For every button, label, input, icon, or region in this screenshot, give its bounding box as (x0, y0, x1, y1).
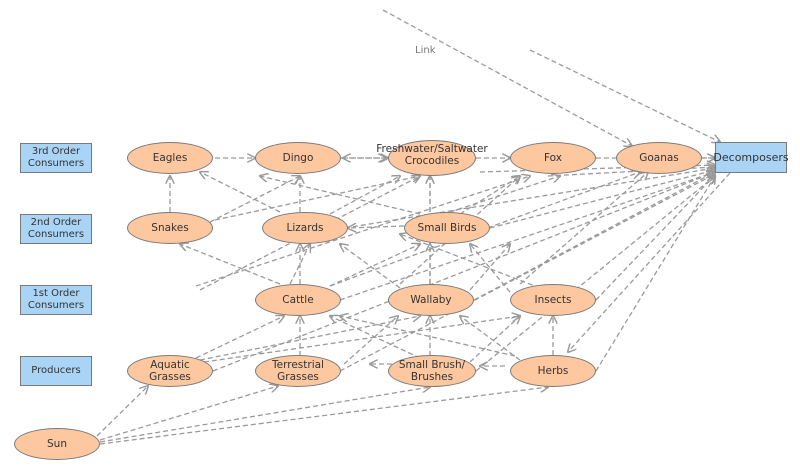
food-web-arrow (260, 176, 421, 215)
food-web-arrow (195, 176, 530, 287)
node-dingo: Dingo (255, 142, 341, 174)
level-label: 3rd Order Consumers (27, 146, 85, 169)
node-goanas: Goanas (616, 142, 702, 174)
level-second-order-consumers: 2nd Order Consumers (20, 214, 92, 244)
food-web-arrow (195, 316, 284, 359)
node-label: Terrestrial Grasses (272, 359, 324, 383)
node-sun: Sun (14, 428, 100, 460)
node-label: Cattle (282, 294, 314, 306)
level-label: 1st Order Consumers (27, 288, 85, 311)
food-web-arrow (470, 244, 511, 293)
node-label: Goanas (639, 152, 679, 164)
food-web-arrow (400, 234, 541, 289)
level-producers: Producers (20, 356, 92, 386)
level-third-order-consumers: 3rd Order Consumers (20, 143, 92, 173)
node-label: Fox (544, 152, 562, 164)
node-eagles: Eagles (127, 142, 213, 174)
link-label: Link (415, 45, 436, 56)
food-web-arrow (449, 176, 560, 213)
food-web-arrow (339, 172, 715, 301)
node-snakes: Snakes (127, 212, 213, 244)
node-herbs: Herbs (510, 355, 596, 387)
food-web-arrow (99, 387, 548, 445)
food-web-arrow (339, 174, 715, 372)
node-label: Herbs (537, 365, 569, 377)
food-web-arrow (343, 316, 398, 365)
food-web-arrow (212, 172, 715, 372)
food-web-arrow (330, 316, 421, 359)
food-web-arrow (96, 386, 148, 437)
node-lizards: Lizards (262, 212, 348, 244)
food-web-arrow (329, 244, 420, 287)
food-web-arrow (475, 176, 715, 372)
node-insects: Insects (510, 284, 596, 316)
food-web-arrow (529, 49, 720, 142)
food-web-arrow (382, 9, 632, 146)
food-web-arrow (469, 316, 520, 363)
food-web-arrow (99, 387, 430, 443)
level-first-order-consumers: 1st Order Consumers (20, 285, 92, 315)
food-web-arrow (459, 176, 520, 215)
node-label: Snakes (151, 222, 189, 234)
node-aquatic-grasses: Aquatic Grasses (127, 355, 213, 387)
food-web-arrow (595, 176, 715, 372)
node-label: Eagles (152, 152, 188, 164)
food-web-arrow (595, 175, 715, 301)
node-terrestrial-grasses: Terrestrial Grasses (255, 355, 341, 387)
food-web-arrow (344, 168, 715, 229)
node-wallaby: Wallaby (388, 284, 474, 316)
decomposers-label: Decomposers (713, 150, 789, 164)
food-web-arrow (519, 172, 648, 285)
food-web-arrow (568, 172, 731, 352)
node-label: Aquatic Grasses (149, 359, 191, 383)
node-label: Lizards (286, 222, 324, 234)
node-crocodiles: Freshwater/Saltwater Crocodiles (376, 140, 488, 176)
food-web-arrow (473, 172, 715, 301)
food-web-arrow (469, 244, 510, 291)
food-web-arrow (460, 316, 521, 361)
food-web-arrow (214, 176, 420, 221)
node-label: Wallaby (410, 294, 452, 306)
node-small-brush: Small Brush/ Brushes (388, 355, 476, 387)
node-label: Dingo (282, 152, 314, 164)
food-web-arrow (348, 226, 405, 228)
node-label: Sun (47, 438, 67, 450)
decomposers-box: Decomposers (713, 142, 789, 173)
food-web-arrow (180, 244, 281, 285)
food-web-arrow (329, 176, 400, 215)
food-web-arrow (200, 172, 281, 213)
food-web-arrow (99, 386, 278, 441)
level-label: 2nd Order Consumers (27, 217, 85, 240)
node-cattle: Cattle (255, 284, 341, 316)
food-web-arrow (340, 244, 401, 289)
level-label: Producers (31, 365, 81, 376)
node-small-birds: Small Birds (404, 212, 490, 244)
node-label: Insects (534, 294, 572, 306)
node-label: Freshwater/Saltwater Crocodiles (376, 143, 488, 167)
node-label: Small Birds (417, 222, 477, 234)
food-web-arrow (489, 170, 715, 229)
food-web-arrow (340, 316, 516, 357)
food-web-arrow (199, 316, 420, 361)
food-web-arrow (329, 172, 640, 287)
node-fox: Fox (510, 142, 596, 174)
node-label: Small Brush/ Brushes (398, 359, 466, 383)
